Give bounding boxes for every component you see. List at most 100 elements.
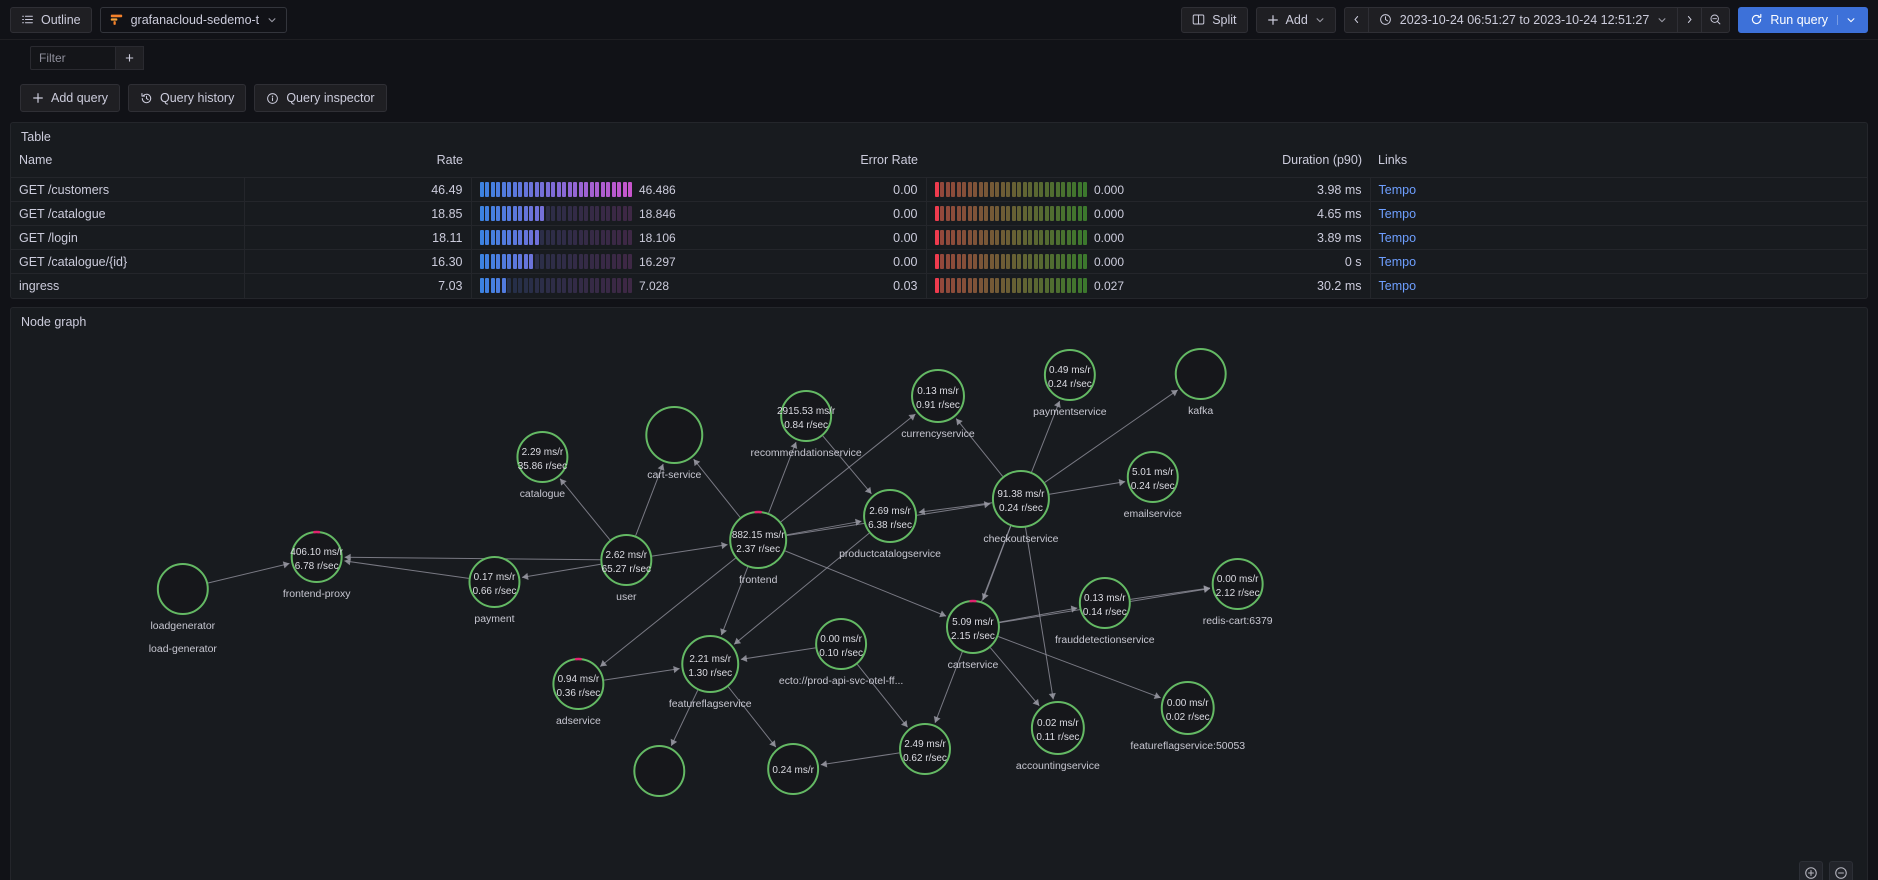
node-graph-node[interactable]: 0.24 ms/r (767, 742, 820, 795)
query-inspector-button[interactable]: Query inspector (254, 84, 387, 112)
node-graph-edge[interactable] (856, 663, 908, 727)
node-graph-edge[interactable] (820, 751, 900, 765)
node-graph-edge[interactable] (740, 646, 816, 660)
node-graph-edge[interactable] (784, 549, 947, 617)
tempo-link[interactable]: Tempo (1378, 278, 1417, 293)
query-history-button[interactable]: Query history (127, 84, 247, 112)
node-stat-response-time: 2.21 ms/r (689, 653, 731, 664)
gauge-bar (507, 254, 511, 269)
node-graph-node[interactable]: cart-service (645, 405, 704, 481)
node-graph-node[interactable]: loadgenerator (150, 562, 216, 632)
gauge-bar (617, 182, 621, 197)
zoom-in-icon[interactable] (1799, 860, 1823, 880)
node-graph-edge[interactable] (768, 441, 797, 513)
gauge-bar (578, 230, 583, 245)
node-graph-edge[interactable] (635, 463, 664, 536)
node-graph-edge[interactable] (998, 635, 1161, 698)
chevron-down-icon[interactable] (1837, 14, 1856, 25)
table-row[interactable]: GET /catalogue/{id}16.30 16.297 0.00 0.0… (11, 249, 1867, 274)
tempo-link[interactable]: Tempo (1378, 206, 1417, 221)
node-graph-edge[interactable] (733, 532, 870, 645)
node-graph-edge[interactable] (1049, 480, 1126, 495)
time-range-picker[interactable]: 2023-10-24 06:51:27 to 2023-10-24 12:51:… (1343, 6, 1731, 33)
time-range-next-button[interactable] (1678, 7, 1703, 32)
node-graph-edge[interactable] (559, 477, 611, 540)
column-header-error-rate[interactable]: Error Rate (860, 153, 918, 167)
zoom-out-button[interactable] (1702, 8, 1729, 32)
node-graph-node[interactable]: 2915.53 ms/r0.84 r/secrecommendationserv… (751, 389, 862, 459)
column-header-rate[interactable]: Rate (436, 153, 463, 167)
split-button[interactable]: Split (1181, 6, 1248, 33)
node-graph-node[interactable]: kafka (1174, 347, 1227, 417)
node-graph-edge[interactable] (727, 685, 777, 747)
tempo-link[interactable]: Tempo (1378, 230, 1417, 245)
node-graph-edge[interactable] (344, 559, 469, 579)
node-graph-edge[interactable] (780, 413, 916, 522)
time-range-display[interactable]: 2023-10-24 06:51:27 to 2023-10-24 12:51:… (1369, 7, 1679, 32)
column-header-duration[interactable]: Duration (p90) (1282, 153, 1362, 167)
tempo-link[interactable]: Tempo (1378, 254, 1417, 269)
column-header-name[interactable]: Name (19, 153, 53, 167)
node-graph-edge[interactable] (344, 556, 601, 560)
node-graph-edge[interactable] (207, 562, 290, 583)
gauge-bar (529, 182, 533, 197)
node-graph-edge[interactable] (918, 501, 993, 513)
add-query-button[interactable]: Add query (20, 84, 120, 112)
node-graph-edge[interactable] (1025, 527, 1054, 699)
node-graph-node[interactable]: 0.00 ms/r0.10 r/sececto://prod-api-svc-o… (779, 617, 903, 687)
column-header-links[interactable]: Links (1378, 153, 1408, 167)
node-graph-edge[interactable] (989, 646, 1040, 706)
node-graph-edge[interactable] (670, 689, 699, 746)
node-graph-edge[interactable] (1044, 389, 1179, 483)
gauge-bar (622, 206, 627, 221)
node-graph-node[interactable]: 0.00 ms/r0.02 r/secfeatureflagservice:50… (1130, 680, 1245, 752)
node-graph-edge[interactable] (603, 667, 680, 681)
node-graph-edge[interactable] (720, 566, 749, 635)
add-button[interactable]: Add (1255, 6, 1336, 33)
tempo-link[interactable]: Tempo (1378, 182, 1417, 197)
zoom-out-icon[interactable] (1829, 860, 1853, 880)
node-graph-node[interactable]: 2.49 ms/r0.62 r/sec (899, 722, 951, 775)
node-graph-edge[interactable] (1130, 586, 1211, 600)
gauge-bar (1039, 182, 1043, 197)
node-graph-edge[interactable] (599, 557, 736, 667)
node-graph-edge[interactable] (1031, 400, 1061, 472)
add-filter-button[interactable]: + (116, 46, 144, 70)
time-range-prev-button[interactable] (1345, 7, 1369, 32)
node-graph-edge[interactable] (999, 607, 1078, 623)
node-graph-node[interactable] (633, 744, 686, 797)
node-stat-response-time: 0.94 ms/r (558, 673, 600, 684)
node-graph-edge[interactable] (693, 458, 741, 518)
node-graph-edge[interactable] (822, 435, 872, 494)
node-graph-edge[interactable] (786, 520, 862, 535)
node-graph-edge[interactable] (651, 543, 728, 557)
node-graph-edge[interactable] (521, 563, 601, 578)
outline-button[interactable]: Outline (10, 6, 92, 33)
filter-input[interactable]: Filter (30, 46, 116, 70)
datasource-picker[interactable]: grafanacloud-sedemo-t (99, 6, 288, 33)
node-graph-edge[interactable] (955, 417, 1004, 477)
run-query-button[interactable]: Run query (1738, 6, 1868, 33)
